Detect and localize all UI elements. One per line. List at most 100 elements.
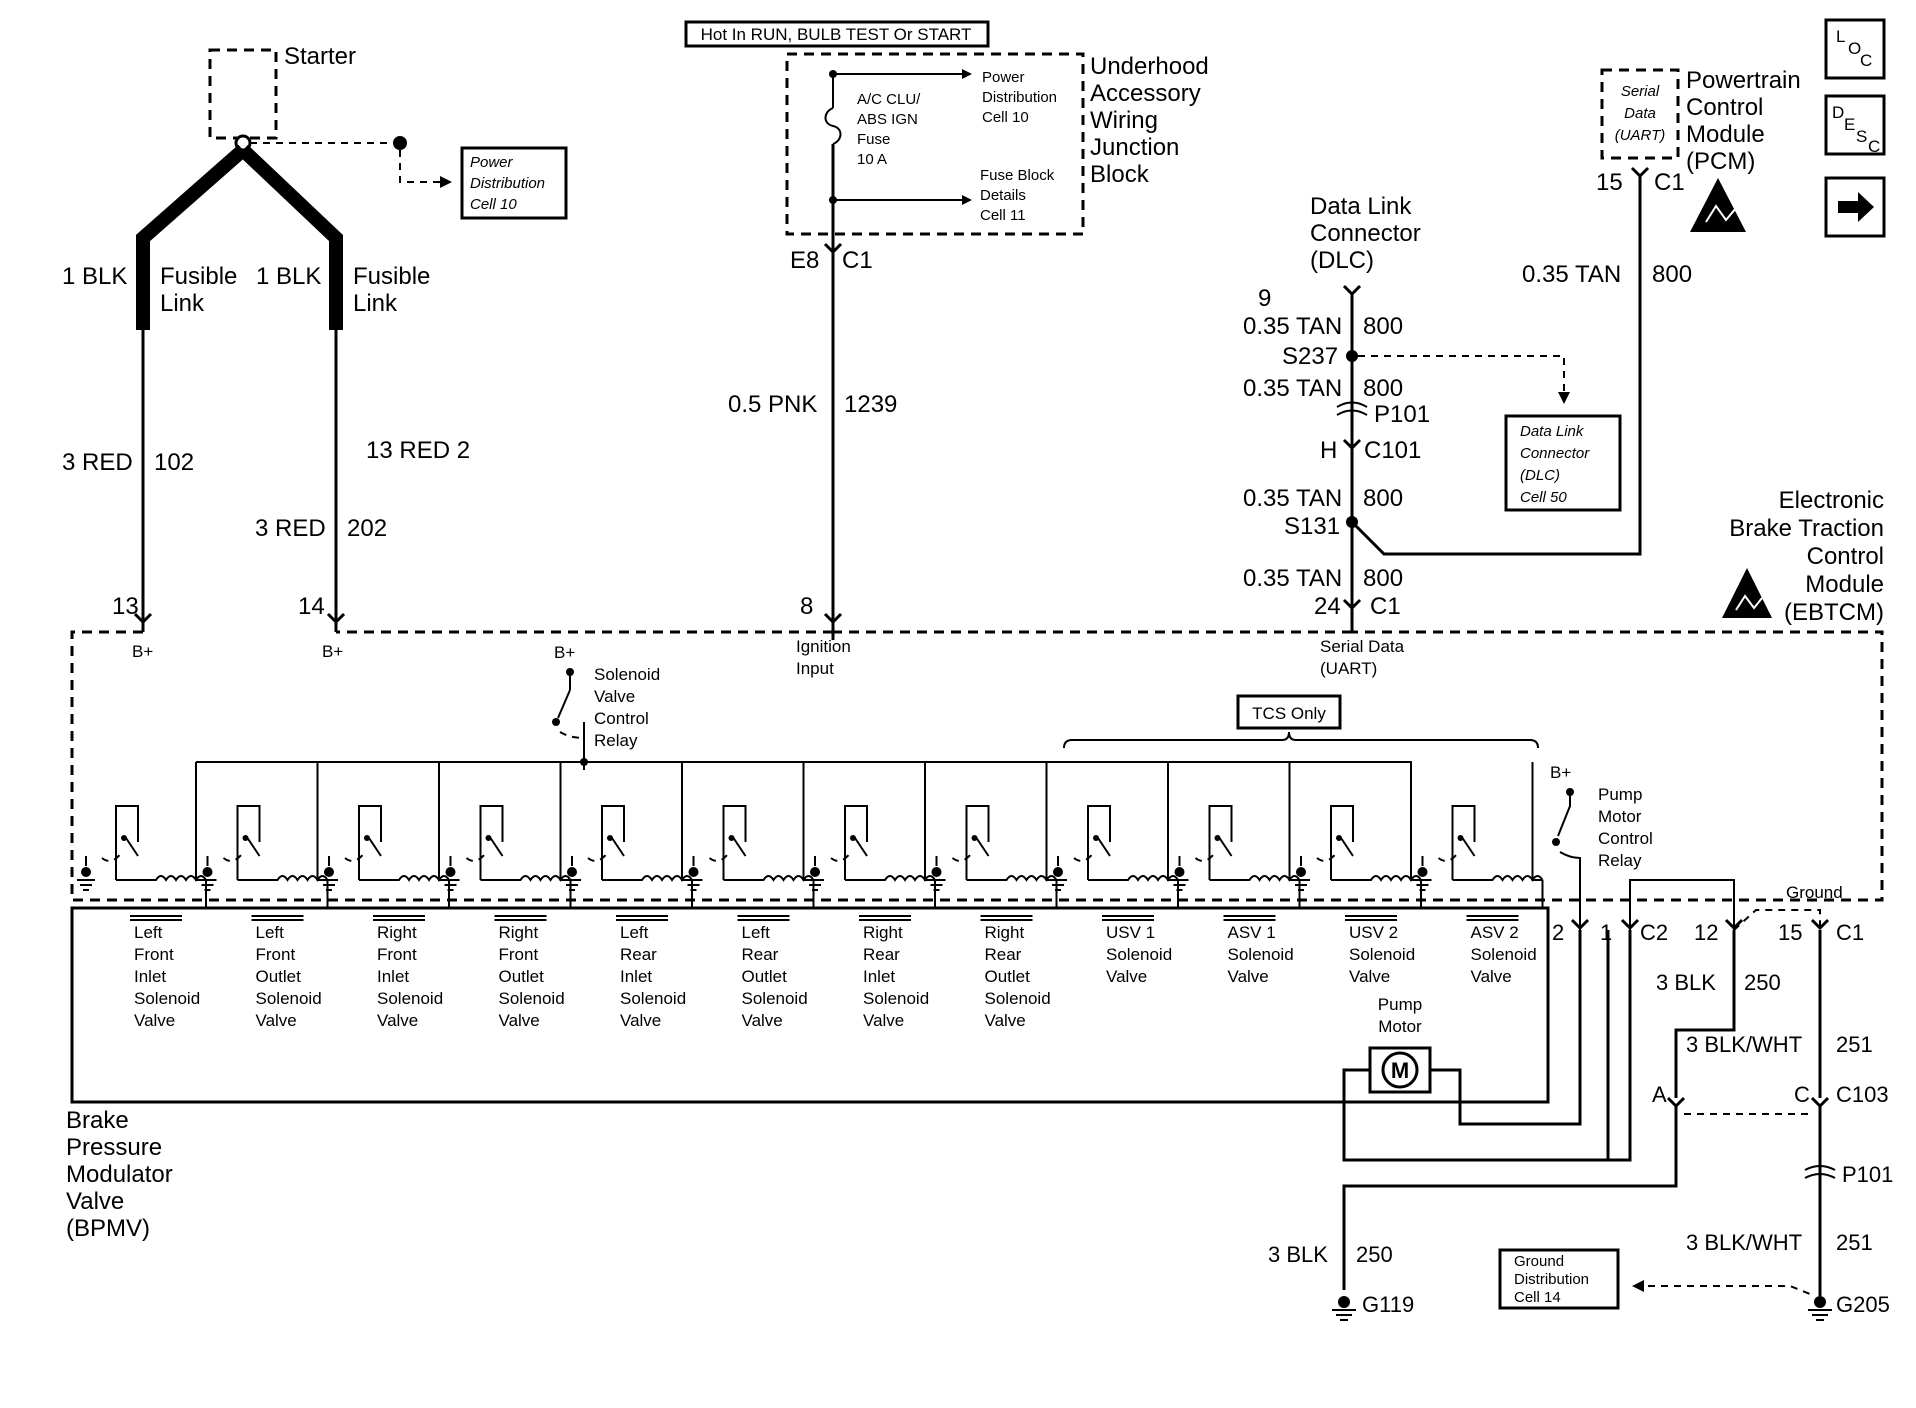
solenoid-driver [1292, 762, 1422, 908]
valve-label-line: Rear [620, 945, 657, 964]
power-dist-ref-box[interactable] [460, 146, 568, 220]
pin-24: 24 [1314, 593, 1341, 620]
valve-label-line: Inlet [134, 967, 166, 986]
tcs-only-box [1236, 694, 1342, 730]
svg-text:E: E [1844, 115, 1855, 134]
pcm-title-0: Powertrain [1686, 67, 1801, 94]
solenoid-driver [563, 762, 693, 908]
power-dist-splice [393, 136, 407, 150]
relay-bplus: B+ [554, 643, 575, 662]
tan-2-circuit: 800 [1363, 375, 1403, 402]
solenoid-icon [251, 915, 304, 921]
valve-label-line: Valve [863, 1011, 904, 1030]
valve-label-line: Solenoid [134, 989, 200, 1008]
dlc-ref-box[interactable] [1504, 414, 1622, 512]
ign-wire-circuit: 1239 [844, 391, 897, 418]
ign-wire-color: 0.5 PNK [728, 391, 817, 418]
solenoid-icon [1466, 915, 1519, 921]
valve-label-line: Right [499, 923, 539, 942]
s131-label: S131 [1284, 513, 1340, 540]
pump-relay-l1: Pump [1598, 785, 1642, 804]
bpmv-l0: Brake [66, 1107, 129, 1134]
ground-label: Ground [1786, 883, 1843, 902]
solenoid-icon [737, 915, 790, 921]
w250b-circuit: 250 [1356, 1242, 1393, 1267]
power-dist-ref-l3: Cell 10 [470, 196, 517, 213]
valve-label-line: Valve [377, 1011, 418, 1030]
serial-data-section: Data Link Connector (DLC) 9 0.35 TAN 800… [1243, 186, 1642, 678]
solenoid-driver [320, 762, 450, 908]
w251-circuit: 251 [1836, 1032, 1873, 1057]
tan-1-circuit: 800 [1363, 313, 1403, 340]
valve-label-line: Solenoid [256, 989, 322, 1008]
hot-in-box [684, 20, 990, 48]
relay-l2: Valve [594, 687, 635, 706]
solenoid-valves: LeftFrontInletSolenoidValveLeftFrontOutl… [130, 915, 1537, 1030]
underhood-title-1: Accessory [1090, 80, 1201, 107]
relay-l4: Relay [594, 731, 638, 750]
svg-text:C: C [1868, 137, 1880, 156]
pin-8: 8 [800, 593, 813, 620]
s237-splice [1346, 350, 1358, 362]
bpmv-l2: Modulator [66, 1161, 173, 1188]
starter-section: Starter Power Distribution Cell 10 1 BLK… [62, 43, 568, 661]
svg-text:O: O [1848, 39, 1861, 58]
solenoid-driver [684, 762, 815, 908]
valve-label-line: Valve [1106, 967, 1147, 986]
valve-label-line: Left [134, 923, 163, 942]
c103-pin-c: C [1794, 1082, 1810, 1107]
tan-3-circuit: 800 [1363, 485, 1403, 512]
dlc-ref-3: Cell 50 [1520, 489, 1567, 506]
c2-pin-1: 1 [1600, 920, 1612, 945]
pin-24-conn: C1 [1370, 593, 1401, 620]
solenoid-icon [859, 915, 911, 921]
wire-202-color: 3 RED [255, 515, 326, 542]
dlc-ref-1: Connector [1520, 445, 1590, 462]
valve-label-line: Inlet [377, 967, 409, 986]
e8-conn: C1 [842, 247, 873, 274]
solenoid-icon [373, 915, 425, 921]
tan-1-color: 0.35 TAN [1243, 313, 1342, 340]
solenoid-driver [927, 762, 1058, 908]
esd-warning-icon [1690, 178, 1746, 232]
p101-bottom-label: P101 [1842, 1162, 1893, 1187]
valve-label-line: Outlet [499, 967, 545, 986]
valve-label-line: Right [985, 923, 1025, 942]
pin-14: 14 [298, 593, 325, 620]
valve-label-line: Solenoid [1471, 945, 1537, 964]
valve-label-line: Valve [134, 1011, 175, 1030]
dlc-title-1: Connector [1310, 220, 1421, 247]
loc-icon[interactable] [1824, 18, 1886, 80]
serial-data-l1: Serial Data [1320, 637, 1405, 656]
g205-label: G205 [1836, 1292, 1890, 1317]
power-dist-ref-l2: Distribution [470, 175, 545, 192]
tan-4-color: 0.35 TAN [1243, 565, 1342, 592]
solenoid-driver [441, 762, 572, 908]
ign-input-l2: Input [796, 659, 834, 678]
valve-label-line: Solenoid [1228, 945, 1294, 964]
pump-relay-l4: Relay [1598, 851, 1642, 870]
internal-ground: Ground [1629, 879, 1843, 931]
c1-conn: C1 [1836, 920, 1864, 945]
tan-2-color: 0.35 TAN [1243, 375, 1342, 402]
ebtcm-title-0: Electronic [1779, 487, 1884, 514]
g119-label: G119 [1362, 1292, 1414, 1317]
valve-label-line: USV 1 [1106, 923, 1155, 942]
valve-label-line: Solenoid [620, 989, 686, 1008]
hot-in-label: Hot In RUN, BULB TEST Or START [701, 25, 972, 44]
valve-label-line: Valve [499, 1011, 540, 1030]
underhood-title-2: Wiring [1090, 107, 1158, 134]
c1-pin-12: 12 [1694, 920, 1718, 945]
pcm-box-l1: Data [1624, 105, 1656, 122]
valve-label-line: Outlet [256, 967, 302, 986]
fusible-link-2 [238, 144, 343, 330]
solenoid-driver [198, 762, 329, 908]
desc-icon[interactable] [1824, 94, 1886, 156]
svg-text:S: S [1856, 127, 1867, 146]
fusible-2-l2: Link [353, 290, 398, 317]
valve-label-line: Front [377, 945, 417, 964]
pcm-wire-color: 0.35 TAN [1522, 261, 1621, 288]
svg-text:L: L [1836, 27, 1845, 46]
ground-ref-box[interactable] [1498, 1248, 1620, 1310]
